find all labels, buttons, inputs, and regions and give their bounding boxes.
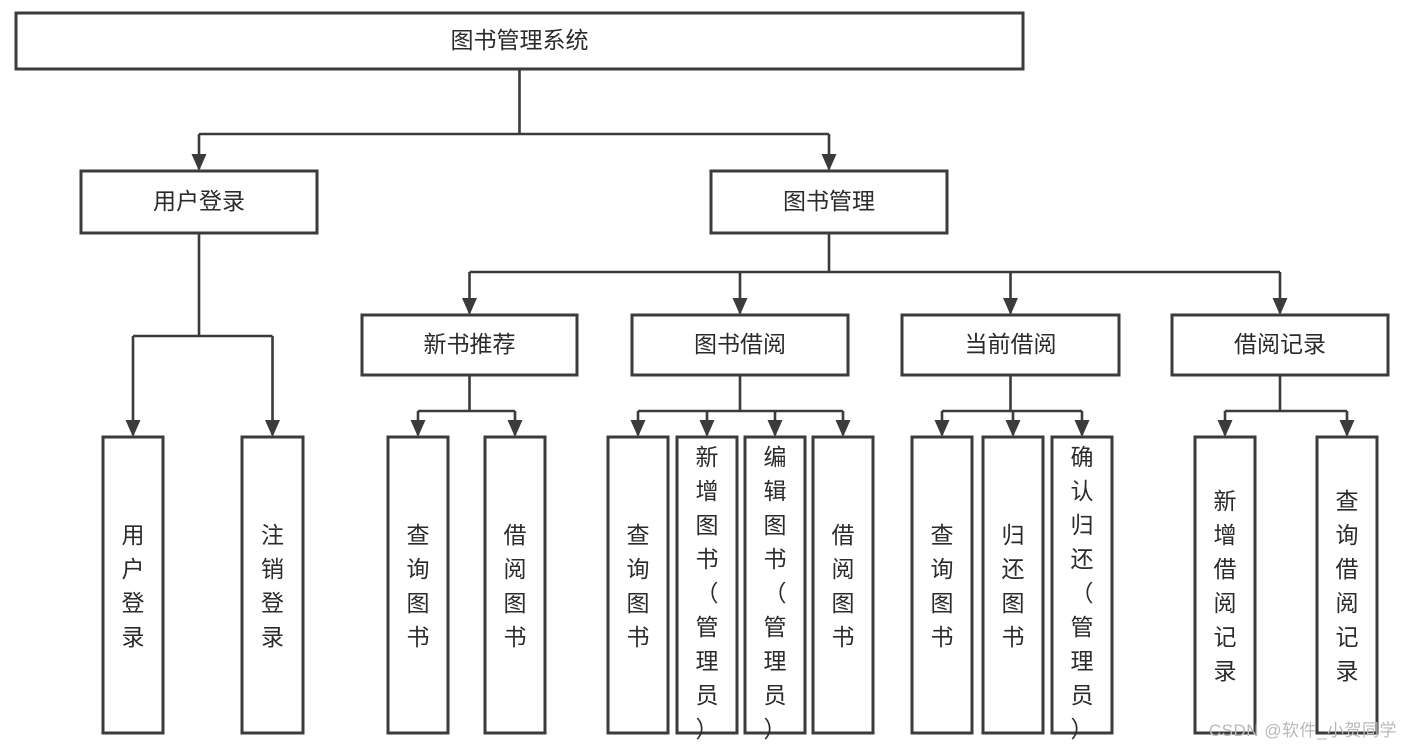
node-leaf-logout[interactable]: 注销登录 [240, 435, 305, 735]
node-leaf-user-login-label: 用户登录 [122, 522, 145, 650]
drop-to-leaf-query-book-new-arrowhead [410, 420, 426, 437]
node-leaf-query-book-current-label: 查询图书 [931, 522, 954, 650]
node-root-system-label: 图书管理系统 [451, 27, 589, 53]
node-leaf-query-borrow-record-label: 查询借阅记录 [1336, 488, 1359, 684]
drop-to-leaf-user-login-arrowhead [125, 420, 141, 437]
node-leaf-borrow-book[interactable]: 借阅图书 [811, 435, 875, 735]
drop-to-new-book-recommend-arrowhead [462, 298, 477, 315]
node-leaf-query-book-new[interactable]: 查询图书 [386, 435, 450, 735]
node-leaf-user-login[interactable]: 用户登录 [101, 435, 165, 735]
node-leaf-add-borrow-record[interactable]: 新增借阅记录 [1193, 435, 1257, 735]
drop-to-book-manage-arrowhead [821, 154, 837, 171]
drop-to-borrow-record-arrowhead [1272, 298, 1288, 315]
node-leaf-add-book-admin-label: 新增图书（管理员） [696, 444, 719, 742]
node-leaf-return-book-box[interactable] [981, 435, 1045, 735]
drop-to-current-borrow-arrowhead [1003, 298, 1018, 315]
node-book-manage-box[interactable] [709, 169, 949, 235]
node-leaf-logout-label: 注销登录 [261, 522, 284, 650]
node-book-borrow-label: 图书借阅 [694, 331, 786, 357]
drop-to-leaf-borrow-book-new-arrowhead [507, 420, 523, 437]
node-book-borrow[interactable]: 图书借阅 [630, 313, 850, 377]
node-leaf-confirm-return-box[interactable] [1050, 435, 1114, 735]
node-leaf-query-borrow-record[interactable]: 查询借阅记录 [1315, 435, 1379, 735]
node-leaf-edit-book-admin-label: 编辑图书（管理员） [764, 444, 787, 742]
node-user-login[interactable]: 用户登录 [79, 169, 319, 235]
node-leaf-borrow-book-new[interactable]: 借阅图书 [483, 435, 547, 735]
node-user-login-box[interactable] [79, 169, 319, 235]
node-leaf-logout-box[interactable] [240, 435, 305, 735]
node-leaf-return-book[interactable]: 归还图书 [981, 435, 1045, 735]
node-leaf-edit-book-admin[interactable]: 编辑图书（管理员） [743, 435, 807, 742]
node-leaf-borrow-book-new-label: 借阅图书 [504, 522, 527, 650]
node-leaf-query-book-new-label: 查询图书 [407, 522, 430, 650]
node-new-book-recommend-label: 新书推荐 [424, 331, 516, 357]
node-leaf-query-book-new-box[interactable] [386, 435, 450, 735]
node-leaf-borrow-book-label: 借阅图书 [832, 522, 855, 650]
node-book-manage[interactable]: 图书管理 [709, 169, 949, 235]
node-leaf-user-login-box[interactable] [101, 435, 165, 735]
drop-to-book-borrow-arrowhead [732, 298, 748, 315]
node-leaf-confirm-return-label: 确认归还（管理员） [1071, 444, 1094, 742]
drop-to-leaf-query-book-borrow-arrowhead [630, 420, 646, 437]
node-leaf-add-book-admin-box[interactable] [675, 435, 739, 735]
node-leaf-query-borrow-record-box[interactable] [1315, 435, 1379, 735]
drop-to-leaf-logout-arrowhead [265, 420, 280, 437]
node-leaf-add-book-admin[interactable]: 新增图书（管理员） [675, 435, 739, 742]
connector-lines [125, 69, 1355, 437]
drop-to-leaf-query-borrow-record-arrowhead [1339, 420, 1355, 437]
node-leaf-add-borrow-record-box[interactable] [1193, 435, 1257, 735]
drop-to-leaf-add-borrow-record-arrowhead [1217, 420, 1233, 437]
drop-to-leaf-add-book-admin-arrowhead [699, 420, 715, 437]
node-leaf-confirm-return[interactable]: 确认归还（管理员） [1050, 435, 1114, 742]
node-leaf-borrow-book-box[interactable] [811, 435, 875, 735]
node-leaf-query-book-borrow[interactable]: 查询图书 [606, 435, 670, 735]
node-current-borrow-box[interactable] [900, 313, 1121, 377]
node-new-book-recommend-box[interactable] [360, 313, 579, 377]
node-leaf-borrow-book-new-box[interactable] [483, 435, 547, 735]
node-leaf-add-borrow-record-label: 新增借阅记录 [1214, 488, 1237, 684]
node-leaf-query-book-current-box[interactable] [910, 435, 974, 735]
node-book-manage-label: 图书管理 [783, 188, 875, 214]
drop-to-leaf-query-book-current-arrowhead [934, 420, 950, 437]
drop-to-leaf-edit-book-admin-arrowhead [767, 420, 783, 437]
node-new-book-recommend[interactable]: 新书推荐 [360, 313, 579, 377]
node-book-borrow-box[interactable] [630, 313, 850, 377]
drop-to-leaf-confirm-return-arrowhead [1074, 420, 1090, 437]
node-leaf-edit-book-admin-box[interactable] [743, 435, 807, 735]
node-borrow-record-box[interactable] [1170, 313, 1390, 377]
node-current-borrow[interactable]: 当前借阅 [900, 313, 1121, 377]
node-root-system[interactable]: 图书管理系统 [14, 11, 1025, 71]
node-user-login-label: 用户登录 [153, 188, 245, 214]
drop-to-leaf-borrow-book-arrowhead [835, 420, 851, 437]
node-boxes: 图书管理系统用户登录图书管理新书推荐图书借阅当前借阅借阅记录用户登录注销登录查询… [14, 11, 1390, 742]
node-leaf-query-book-borrow-label: 查询图书 [627, 522, 650, 650]
node-borrow-record-label: 借阅记录 [1234, 331, 1326, 357]
drop-to-leaf-return-book-arrowhead [1005, 420, 1021, 437]
node-root-system-box[interactable] [14, 11, 1025, 71]
node-leaf-return-book-label: 归还图书 [1002, 522, 1025, 650]
node-leaf-query-book-current[interactable]: 查询图书 [910, 435, 974, 735]
node-borrow-record[interactable]: 借阅记录 [1170, 313, 1390, 377]
node-current-borrow-label: 当前借阅 [965, 331, 1057, 357]
drop-to-user-login-arrowhead [191, 154, 207, 171]
node-leaf-query-book-borrow-box[interactable] [606, 435, 670, 735]
